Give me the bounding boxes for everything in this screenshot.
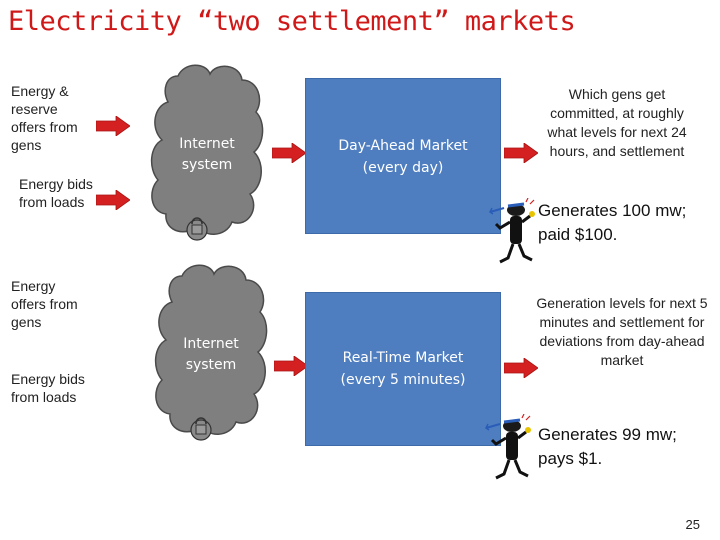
bottom-offers-label: Energy offers from gens [11, 277, 93, 331]
real-time-result-line2: pays $1. [538, 447, 718, 471]
lock-icon [184, 212, 210, 242]
day-ahead-market-title: Day-Ahead Market [306, 135, 500, 157]
top-cloud: Internet system [148, 62, 266, 240]
lock-icon [188, 412, 214, 442]
day-ahead-result-line1: Generates 100 mw; [538, 199, 718, 223]
day-ahead-market-frequency: (every day) [306, 157, 500, 179]
page-number: 25 [686, 517, 700, 532]
real-time-result: Generates 99 mw; pays $1. [538, 423, 718, 471]
right-arrow-icon [96, 116, 130, 136]
real-time-result-line1: Generates 99 mw; [538, 423, 718, 447]
bottom-bids-label: Energy bids from loads [11, 370, 93, 406]
right-arrow-icon [274, 356, 308, 376]
top-cloud-label-line: Internet system [168, 134, 246, 176]
top-offers-label: Energy & reserve offers from gens [11, 82, 93, 154]
real-time-description: Generation levels for next 5 minutes and… [532, 294, 712, 370]
day-ahead-result: Generates 100 mw; paid $100. [538, 199, 718, 247]
day-ahead-market-box: Day-Ahead Market (every day) [305, 78, 501, 234]
right-arrow-icon [504, 143, 538, 163]
real-time-market-frequency: (every 5 minutes) [306, 369, 500, 391]
day-ahead-result-line2: paid $100. [538, 223, 718, 247]
real-time-market-box: Real-Time Market (every 5 minutes) [305, 292, 501, 446]
right-arrow-icon [272, 143, 306, 163]
top-bids-label: Energy bids from loads [19, 175, 93, 211]
bottom-cloud-label-line: Internet system [172, 334, 250, 376]
day-ahead-description: Which gens get committed, at roughly wha… [534, 85, 700, 161]
bottom-cloud: Internet system [152, 262, 270, 440]
slide-title: Electricity “two settlement” markets [8, 6, 575, 37]
stick-figure-icon [484, 414, 542, 488]
right-arrow-icon [96, 190, 130, 210]
real-time-market-title: Real-Time Market [306, 347, 500, 369]
